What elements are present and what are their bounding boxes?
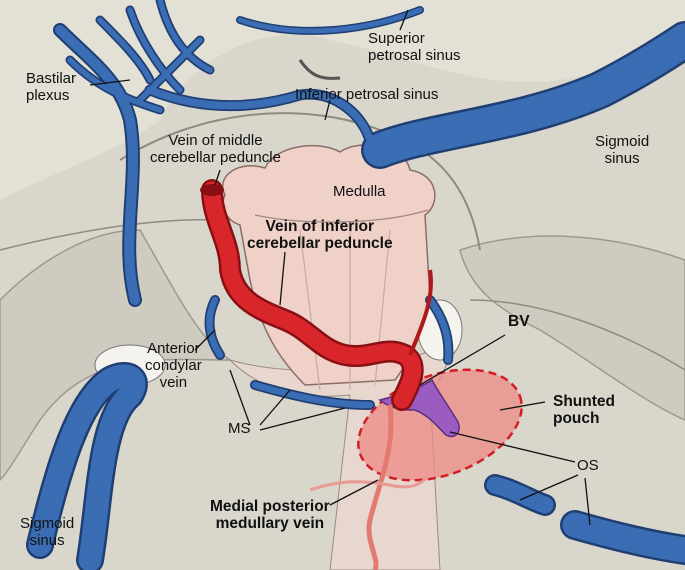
label-sigmoid-sinus-left: Sigmoid sinus <box>20 515 74 549</box>
label-vic-line2: cerebellar peduncle <box>247 235 393 252</box>
label-medulla: Medulla <box>333 183 386 200</box>
label-anterior-condylar-vein: Anterior condylar vein <box>145 340 202 391</box>
label-mpmv-line2: medullary vein <box>210 515 330 532</box>
label-ssl-line2: sinus <box>20 532 74 549</box>
label-acv-line1: Anterior <box>145 340 202 357</box>
label-basilar-plexus: Bastilar plexus <box>26 70 76 104</box>
label-pouch-line2: pouch <box>553 410 615 427</box>
label-acv-line2: condylar <box>145 357 202 374</box>
label-sigmoid-sinus-right: Sigmoid sinus <box>595 133 649 167</box>
label-superior-petrosal-sinus: Superior petrosal sinus <box>368 30 461 64</box>
label-ssr-line1: Sigmoid <box>595 133 649 150</box>
label-sps-line1: Superior <box>368 30 461 47</box>
label-mpmv-line1: Medial posterior <box>210 498 330 515</box>
label-basilar-line2: plexus <box>26 87 76 104</box>
label-vmc-line1: Vein of middle <box>150 132 281 149</box>
label-shunted-pouch: Shunted pouch <box>553 393 615 427</box>
label-vic-line1: Vein of inferior <box>247 218 393 235</box>
label-inferior-petrosal-sinus: Inferior petrosal sinus <box>295 86 438 103</box>
label-ms: MS <box>228 420 251 437</box>
label-sps-line2: petrosal sinus <box>368 47 461 64</box>
label-os: OS <box>577 457 599 474</box>
vein-cut-end <box>200 184 224 196</box>
label-vmc-line2: cerebellar peduncle <box>150 149 281 166</box>
label-ssl-line1: Sigmoid <box>20 515 74 532</box>
label-bv: BV <box>508 313 530 330</box>
label-medial-posterior-medullary-vein: Medial posterior medullary vein <box>210 498 330 532</box>
label-pouch-line1: Shunted <box>553 393 615 410</box>
label-basilar-line1: Bastilar <box>26 70 76 87</box>
label-vein-middle-cerebellar: Vein of middle cerebellar peduncle <box>150 132 281 166</box>
label-acv-line3: vein <box>145 374 202 391</box>
label-ssr-line2: sinus <box>595 150 649 167</box>
label-vein-inferior-cerebellar: Vein of inferior cerebellar peduncle <box>247 218 393 252</box>
